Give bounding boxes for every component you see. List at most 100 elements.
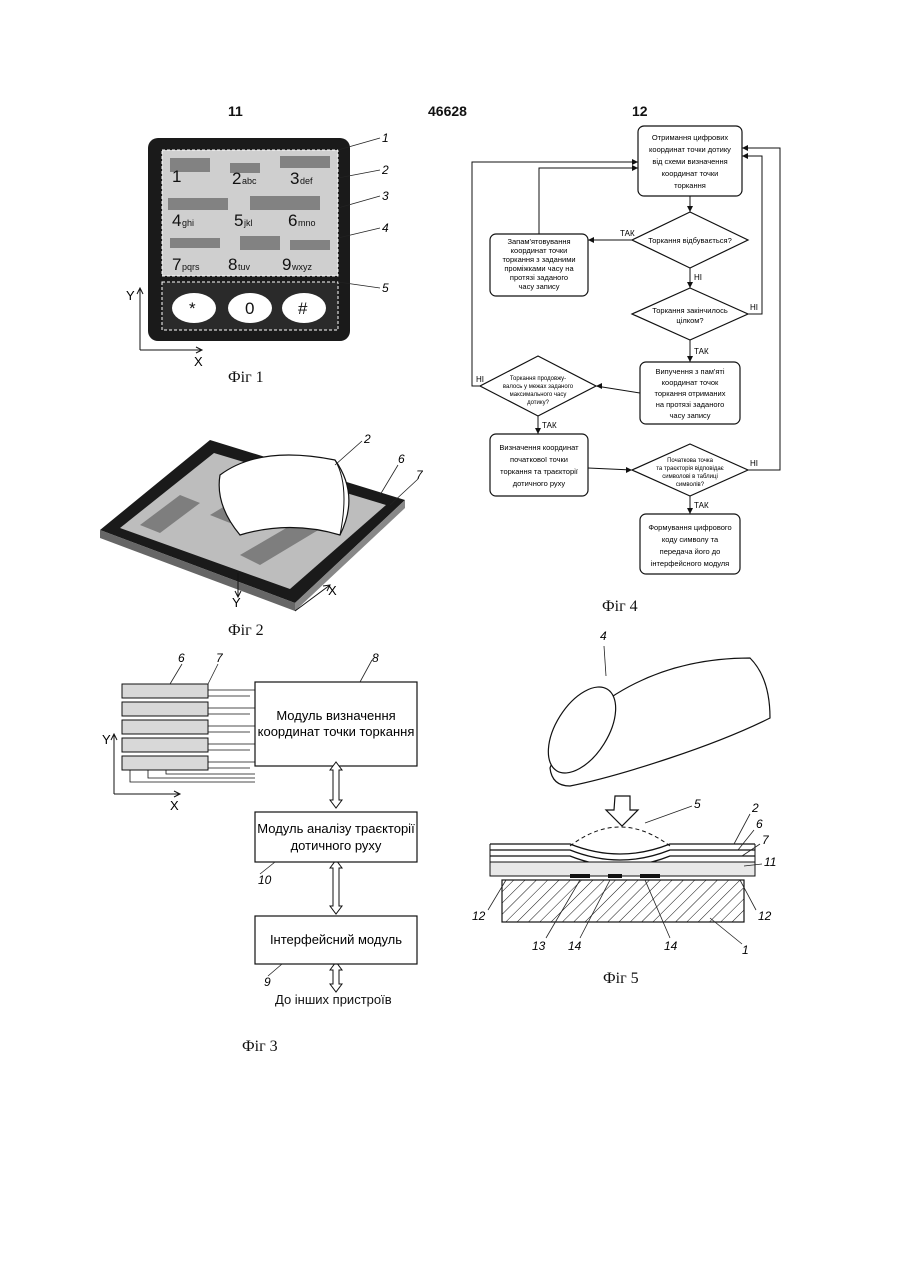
fig4-dec2-line2: цілком? — [676, 316, 703, 325]
fig3-ref-9: 9 — [264, 975, 271, 989]
fig4-label-no-2: НІ — [750, 303, 758, 312]
fig3-arrow-1 — [330, 762, 342, 808]
fig1-key-star-label: * — [189, 299, 196, 318]
fig1-axis-y: Y — [126, 288, 135, 303]
fig1-key-hash-label: # — [298, 299, 308, 318]
fig4-label-no-3: НІ — [476, 375, 484, 384]
fig5-ref-1: 1 — [742, 943, 749, 957]
fig2-axis-y: Y — [232, 595, 241, 610]
fig1-key-8: 8 — [228, 255, 237, 274]
fig5-cross-section: 4 5 2 6 7 11 12 12 13 14 14 1 — [470, 618, 800, 963]
fig1-ref-4: 4 — [382, 221, 389, 235]
fig1-key-2: 2 — [232, 169, 241, 188]
fig4-label-yes-3: ТАК — [542, 421, 557, 430]
fig4-box-memory-line2: координат точки — [511, 246, 568, 255]
fig5-ref-14-right: 14 — [664, 939, 678, 953]
fig4-dec3-line2: валось у межах заданого — [503, 384, 574, 390]
fig1-key-4: 4 — [172, 211, 181, 230]
fig1-key-9-letters: wxyz — [291, 262, 312, 272]
fig1-key-2-letters: abc — [242, 176, 257, 186]
fig5-ref-12-right: 12 — [758, 909, 772, 923]
fig4-dec1-line1: Торкання відбувається? — [648, 236, 732, 245]
fig4-dec4-line2: та траєкторія відповідає — [656, 466, 724, 472]
fig4-box-final-line2: коду символу та — [662, 535, 719, 544]
fig1-caption: Фіг 1 — [228, 369, 264, 387]
fig1-key-8-letters: tuv — [238, 262, 251, 272]
fig1-ref-2: 2 — [381, 163, 389, 177]
fig4-box-top-line3: від схеми визначення — [652, 157, 727, 166]
fig4-dec3-line4: дотику? — [527, 400, 549, 406]
fig3-axis-y: Y — [102, 732, 111, 747]
fig1-key-5: 5 — [234, 211, 243, 230]
fig4-label-no-1: НІ — [694, 273, 702, 282]
fig5-ref-13: 13 — [532, 939, 546, 953]
fig4-label-yes-2: ТАК — [694, 347, 709, 356]
fig4-box-read-line3: торкання отриманих — [655, 389, 726, 398]
fig4-dec4-line3: символові в таблиці — [662, 474, 718, 480]
fig4-box-calc-line4: дотичного руху — [513, 479, 566, 488]
fig4-box-memory-line6: часу запису — [518, 282, 559, 291]
fig3-ref-6: 6 — [178, 651, 185, 665]
fig5-caption: Фіг 5 — [603, 970, 639, 988]
fig4-box-memory-line1: Запам'ятовування — [507, 237, 570, 246]
fig5-ref-6: 6 — [756, 817, 763, 831]
fig3-block-diagram: Y X Модуль визначення координат точки то… — [100, 650, 440, 1010]
fig3-block1-line1: Модуль визначення — [276, 708, 395, 723]
fig2-ref-7: 7 — [416, 468, 424, 482]
fig4-box-memory-line4: проміжками часу на — [504, 264, 574, 273]
fig3-output-label: До інших пристроїв — [275, 992, 392, 1007]
fig3-ref-10: 10 — [258, 873, 272, 887]
fig5-ref-12-left: 12 — [472, 909, 486, 923]
fig3-ref-8: 8 — [372, 651, 379, 665]
fig1-key-7-letters: pqrs — [182, 262, 200, 272]
fig4-box-read-line2: координат точок — [662, 378, 719, 387]
fig4-box-final-line1: Формування цифрового — [648, 523, 731, 532]
fig4-box-read-line5: часу запису — [669, 411, 710, 420]
fig3-block2-line1: Модуль аналізу траєкторії — [257, 821, 415, 836]
fig1-key-3-letters: def — [300, 176, 313, 186]
fig4-dec2-line1: Торкання закінчилось — [652, 306, 728, 315]
fig4-box-final-line4: інтерфейсного модуля — [651, 559, 729, 568]
fig4-box-calc-line2: початкової точки — [510, 455, 568, 464]
fig2-peeled-film — [219, 455, 349, 535]
fig5-ref-5: 5 — [694, 797, 701, 811]
fig4-flowchart: Отримання цифрових координат точки дотик… — [450, 118, 800, 588]
fig4-box-final-line3: передача його до — [660, 547, 721, 556]
fig1-ref-1: 1 — [382, 131, 389, 145]
fig4-box-calc-line3: торкання та траєкторії — [500, 467, 579, 476]
fig3-block-trajectory — [255, 812, 417, 862]
fig1-keypad-drawing: 1 2 abc 3 def 4 ghi 5 jkl 6 mno 7 pqrs 8… — [110, 128, 410, 378]
fig4-box-top-line2: координат точки дотику — [649, 145, 731, 154]
fig4-dec4-line1: Початкова точка — [667, 458, 714, 464]
fig3-ref-7: 7 — [216, 651, 224, 665]
fig2-ref-2: 2 — [363, 432, 371, 446]
fig4-dec3-line1: Торкання продовжу- — [510, 376, 566, 382]
fig4-label-no-4: НІ — [750, 459, 758, 468]
fig3-block2-line2: дотичного руху — [291, 838, 382, 853]
fig4-box-read-line4: на протязі заданого — [656, 400, 725, 409]
fig5-substrate — [502, 880, 744, 922]
fig2-axis-x: X — [328, 583, 337, 598]
fig2-tablet-drawing: 2 6 7 Y X — [90, 425, 430, 615]
fig4-label-yes-4: ТАК — [694, 501, 709, 510]
fig1-key-9: 9 — [282, 255, 291, 274]
page-number-right: 12 — [632, 103, 648, 119]
fig1-key-4-letters: ghi — [182, 218, 194, 228]
fig1-axis-x: X — [194, 354, 203, 369]
fig3-sensor-strip — [122, 684, 208, 698]
fig5-ref-2: 2 — [751, 801, 759, 815]
patent-number: 46628 — [428, 103, 467, 119]
fig5-ref-7: 7 — [762, 833, 770, 847]
fig4-dec4-line4: символів? — [676, 482, 705, 488]
fig4-caption: Фіг 4 — [602, 598, 638, 616]
fig1-ref-5: 5 — [382, 281, 389, 295]
fig1-key-7: 7 — [172, 255, 181, 274]
fig1-key-zero-label: 0 — [245, 299, 254, 318]
fig4-box-read-line1: Випучення з пам'яті — [655, 367, 724, 376]
fig1-key-6-letters: mno — [298, 218, 316, 228]
fig4-dec3-line3: максимального часу — [510, 392, 567, 398]
fig3-block1-line2: координат точки торкання — [258, 724, 415, 739]
fig3-block3-line1: Інтерфейсний модуль — [270, 932, 402, 947]
fig4-box-top-line5: торкання — [674, 181, 706, 190]
fig4-box-top-line1: Отримання цифрових — [652, 133, 729, 142]
